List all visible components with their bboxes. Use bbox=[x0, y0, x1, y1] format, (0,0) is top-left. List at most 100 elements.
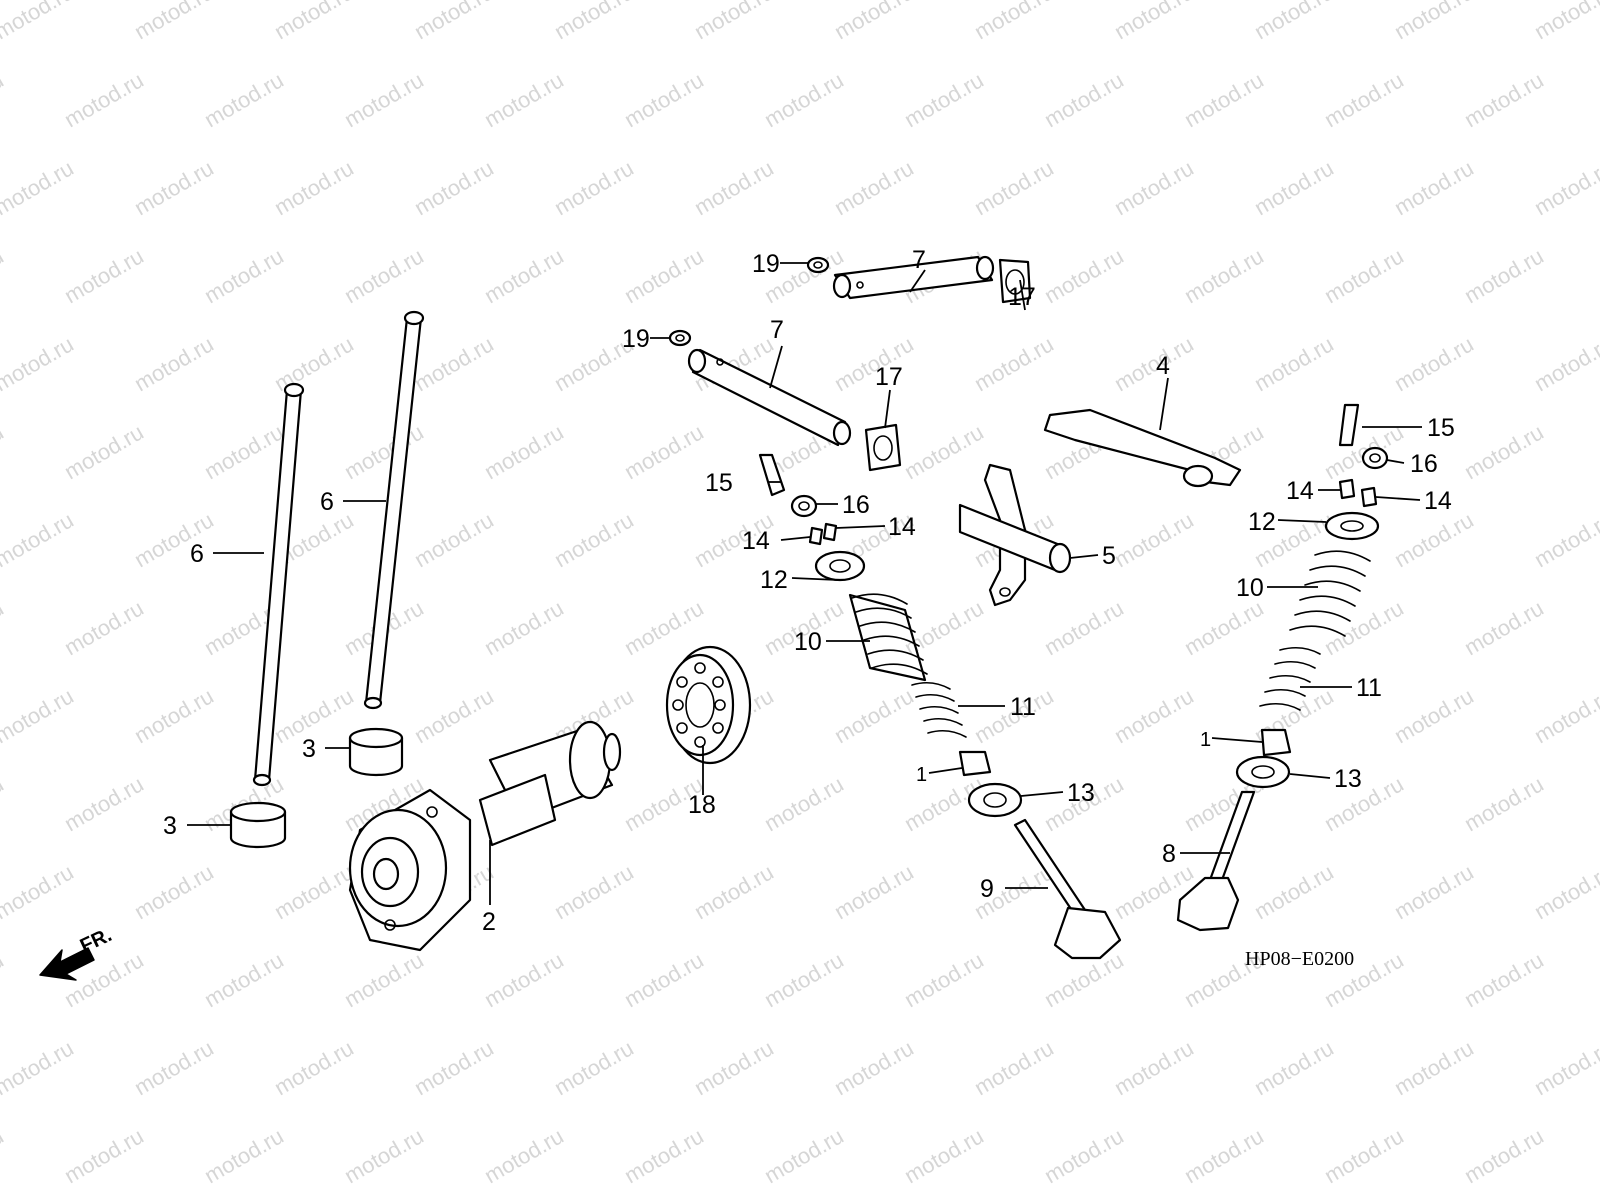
watermark-text: motod.ru bbox=[200, 243, 288, 308]
callout-1-left: 1 bbox=[916, 764, 927, 786]
valve-cotter-left bbox=[808, 522, 838, 546]
callout-14-left-b: 14 bbox=[888, 513, 916, 541]
callout-19-lower: 19 bbox=[622, 325, 650, 353]
watermark-text: motod.ru bbox=[130, 507, 218, 572]
watermark-text: motod.ru bbox=[270, 0, 358, 44]
tappet-adjusting-nut-right bbox=[1361, 446, 1389, 470]
watermark-text: motod.ru bbox=[200, 1123, 288, 1188]
watermark-text: motod.ru bbox=[1390, 0, 1478, 44]
watermark-text: motod.ru bbox=[1530, 1035, 1600, 1100]
watermark-text: motod.ru bbox=[620, 67, 708, 132]
watermark-text: motod.ru bbox=[1390, 859, 1478, 924]
callout-14-right-b: 14 bbox=[1424, 487, 1452, 515]
watermark-text: motod.ru bbox=[1180, 243, 1268, 308]
callout-11-left: 11 bbox=[1010, 693, 1036, 721]
watermark-text: motod.ru bbox=[480, 947, 568, 1012]
push-rod-right bbox=[363, 310, 425, 710]
callout-13-right: 13 bbox=[1334, 765, 1362, 793]
watermark-text: motod.ru bbox=[130, 0, 218, 44]
watermark-text: motod.ru bbox=[1180, 1123, 1268, 1188]
callout-18: 18 bbox=[688, 791, 716, 819]
watermark-text: motod.ru bbox=[550, 859, 638, 924]
valve-spring-retainer-right bbox=[1324, 511, 1380, 541]
callout-11-right: 11 bbox=[1356, 674, 1382, 702]
callout-15-left: 15 bbox=[705, 469, 733, 497]
watermark-text: motod.ru bbox=[1250, 331, 1338, 396]
watermark-text: motod.ru bbox=[340, 419, 428, 484]
watermark-text: motod.ru bbox=[620, 419, 708, 484]
rocker-arm-shaft-lower bbox=[687, 348, 852, 447]
watermark-text: motod.ru bbox=[1320, 67, 1408, 132]
watermark-text: motod.ru bbox=[830, 683, 918, 748]
watermark-text: motod.ru bbox=[410, 155, 498, 220]
callout-7-upper: 7 bbox=[912, 246, 926, 274]
watermark-text: motod.ru bbox=[340, 947, 428, 1012]
watermark-text: motod.ru bbox=[0, 507, 78, 572]
watermark-text: motod.ru bbox=[0, 331, 78, 396]
camshaft-bearing bbox=[665, 645, 752, 765]
watermark-text: motod.ru bbox=[410, 507, 498, 572]
watermark-text: motod.ru bbox=[690, 1035, 778, 1100]
watermark-text: motod.ru bbox=[1110, 683, 1198, 748]
watermark-text: motod.ru bbox=[620, 1123, 708, 1188]
callout-17-lower: 17 bbox=[875, 363, 903, 391]
watermark-text: motod.ru bbox=[1530, 331, 1600, 396]
watermark-text: motod.ru bbox=[550, 1035, 638, 1100]
watermark-text: motod.ru bbox=[480, 595, 568, 660]
watermark-text: motod.ru bbox=[480, 243, 568, 308]
camshaft-assembly bbox=[348, 720, 622, 952]
watermark-text: motod.ru bbox=[1250, 859, 1338, 924]
valve-cotter-right bbox=[1338, 478, 1378, 508]
valve-spring-inner-right bbox=[1259, 646, 1321, 711]
watermark-text: motod.ru bbox=[900, 1123, 988, 1188]
rocker-arm-shaft-upper bbox=[832, 255, 995, 300]
valve-spring-outer-left bbox=[848, 593, 928, 682]
washer-lower bbox=[668, 329, 692, 347]
callout-5: 5 bbox=[1102, 542, 1116, 570]
watermark-text: motod.ru bbox=[130, 1035, 218, 1100]
callout-14-left-a: 14 bbox=[742, 527, 770, 555]
callout-labels: 6 6 3 3 2 18 19 19 7 7 17 17 4 5 15 15 1… bbox=[163, 246, 1455, 936]
callout-1-right: 1 bbox=[1200, 729, 1211, 751]
callout-7-lower: 7 bbox=[770, 316, 784, 344]
watermark-text: motod.ru bbox=[620, 947, 708, 1012]
watermark-text: motod.ru bbox=[1040, 243, 1128, 308]
valve-lifter-upper bbox=[348, 727, 404, 777]
callout-12-right: 12 bbox=[1248, 508, 1276, 536]
callout-16-left: 16 bbox=[842, 491, 870, 519]
watermark-text: motod.ru bbox=[270, 331, 358, 396]
watermark-text: motod.ru bbox=[550, 155, 638, 220]
leader-lines bbox=[187, 262, 1422, 905]
callout-10-right: 10 bbox=[1236, 574, 1264, 602]
watermark-text: motod.ru bbox=[1390, 331, 1478, 396]
watermark-text: motod.ru bbox=[1320, 595, 1408, 660]
watermark-text: motod.ru bbox=[0, 1035, 78, 1100]
callout-10-left: 10 bbox=[794, 628, 822, 656]
callout-13-left: 13 bbox=[1067, 779, 1095, 807]
watermark-text: motod.ru bbox=[1530, 0, 1600, 44]
watermark-text: motod.ru bbox=[60, 419, 148, 484]
watermark-text: motod.ru bbox=[690, 859, 778, 924]
watermark-text: motod.ru bbox=[130, 331, 218, 396]
watermark-text: motod.ru bbox=[550, 0, 638, 44]
watermark-text: motod.ru bbox=[1530, 683, 1600, 748]
watermark-text: motod.ru bbox=[410, 683, 498, 748]
watermark-text: motod.ru bbox=[1460, 947, 1548, 1012]
watermark-text: motod.ru bbox=[1460, 243, 1548, 308]
watermark-text: motod.ru bbox=[1460, 419, 1548, 484]
watermark-text: motod.ru bbox=[620, 243, 708, 308]
valve-stem-seal-right bbox=[1260, 728, 1292, 757]
watermark-text: motod.ru bbox=[1040, 1123, 1128, 1188]
watermark-text: motod.ru bbox=[270, 1035, 358, 1100]
watermark-text: motod.ru bbox=[410, 0, 498, 44]
push-rod-left bbox=[252, 382, 305, 787]
watermark-text: motod.ru bbox=[550, 507, 638, 572]
callout-6-left: 6 bbox=[190, 540, 204, 568]
watermark-text: motod.ru bbox=[900, 67, 988, 132]
watermark-text: motod.ru bbox=[0, 1123, 8, 1188]
watermark-text: motod.ru bbox=[0, 771, 8, 836]
watermark-text: motod.ru bbox=[1040, 67, 1128, 132]
watermark-text: motod.ru bbox=[130, 683, 218, 748]
watermark-text: motod.ru bbox=[1110, 155, 1198, 220]
